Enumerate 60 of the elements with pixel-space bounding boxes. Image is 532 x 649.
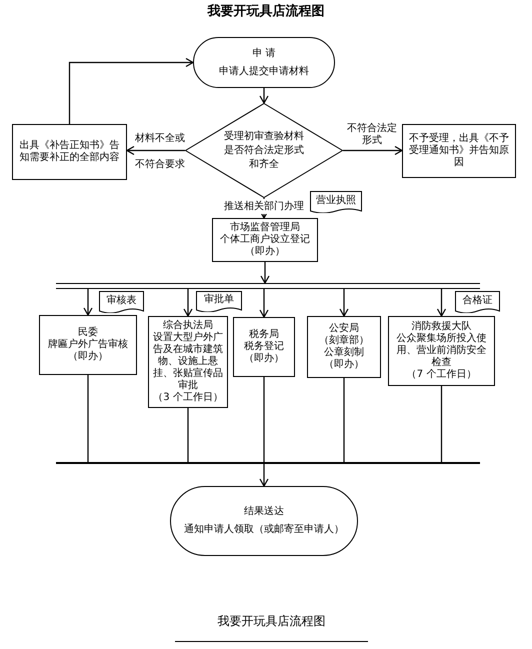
node-heading: 综合执法局 <box>163 320 213 332</box>
node-text: （即办） <box>244 353 284 365</box>
node-heading: 民委 <box>78 327 98 338</box>
node-text: （刻章部） <box>319 335 369 346</box>
document-tag <box>310 191 362 213</box>
edge-label: 材料不全或不符合要求 <box>134 132 186 172</box>
node-text: （即办） <box>68 351 108 363</box>
node-text: 个体工商户设立登记 <box>220 234 310 246</box>
arrow <box>339 289 349 317</box>
node-text: 公众聚集场所投入使用、营业前消防安全检查 <box>396 333 488 369</box>
node-text: 公章刻制 <box>324 347 364 358</box>
node-text: 不予受理，出具《不予受理通知书》并告知原因 <box>408 133 510 169</box>
arrow <box>260 262 270 284</box>
node-heading: 消防救援大队 <box>412 321 472 332</box>
document-tag <box>99 291 144 313</box>
node-text: 审批单 <box>204 294 234 306</box>
node-text: 出具《补告正知书》告知需要补正的全部内容 <box>18 140 120 164</box>
start-terminal <box>193 37 335 88</box>
node-text: 税务登记 <box>244 341 284 352</box>
node-text: 合格证 <box>462 294 492 306</box>
process-box <box>12 124 127 180</box>
document-tag <box>196 291 242 312</box>
node-text: （即办） <box>245 246 285 258</box>
node-text: 设置大型户外广告及在城市建筑物、设施上悬挂、张贴宣传品审批 <box>152 332 224 392</box>
process-box <box>307 316 381 378</box>
arrow <box>259 289 269 318</box>
node-text: 牌匾户外广告审核 <box>48 339 128 350</box>
arrow <box>183 289 193 317</box>
arrow <box>83 289 93 316</box>
node-heading: 公安局 <box>329 323 359 334</box>
node-text: （即办） <box>324 359 364 371</box>
node-text: 受理初审查验材料是否符合法定形式和齐全 <box>223 130 305 172</box>
footer-title: 我要开玩具店流程图 <box>216 613 326 630</box>
node-text: 营业执照 <box>316 194 356 206</box>
node-heading: 结果送达 <box>244 506 284 518</box>
arrow <box>259 88 269 104</box>
process-box <box>212 218 318 262</box>
document-tag <box>455 291 500 313</box>
split-bar <box>56 283 480 289</box>
node-text: 申请人提交申请材料 <box>219 66 309 78</box>
node-text: （7 个工作日） <box>406 369 476 381</box>
node-text: 通知申请人领取（或邮寄至申请人） <box>184 524 344 536</box>
node-heading: 申 请 <box>252 48 276 60</box>
arrow <box>68 58 194 124</box>
process-box <box>388 316 495 386</box>
edge-label: 推送相关部门办理 <box>222 199 306 214</box>
edge-label: 不符合法定形式 <box>346 123 398 147</box>
process-box <box>39 315 137 375</box>
process-box <box>402 124 516 178</box>
arrow <box>126 146 185 156</box>
node-text: （3 个工作日） <box>153 392 223 404</box>
process-box <box>233 317 295 377</box>
node-text: 审核表 <box>106 294 136 306</box>
diagram-title: 我要开玩具店流程图 <box>206 2 326 21</box>
arrow <box>343 146 403 156</box>
node-heading: 税务局 <box>249 329 279 340</box>
node-heading: 市场监督管理局 <box>230 222 300 234</box>
arrow <box>259 464 269 487</box>
arrow <box>436 289 446 317</box>
process-box <box>148 316 228 408</box>
